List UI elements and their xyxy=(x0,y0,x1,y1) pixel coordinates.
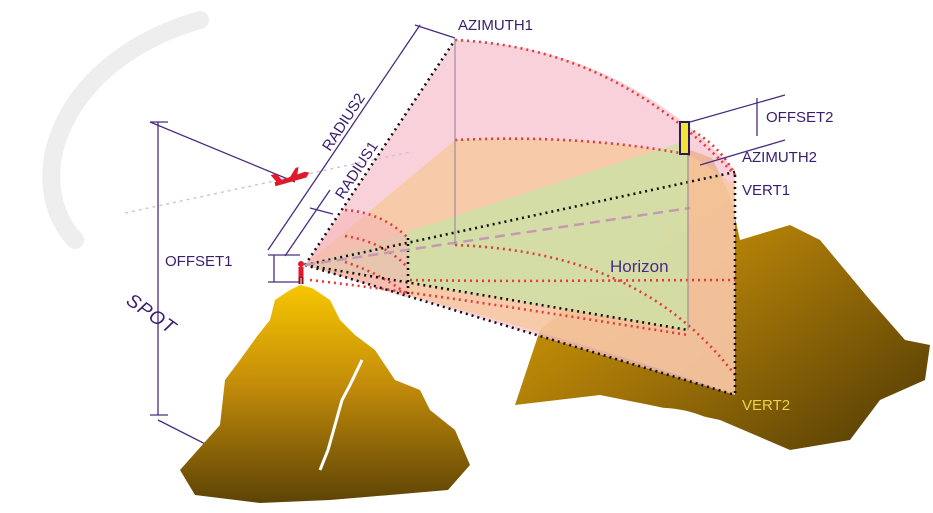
label-radius2: RADIUS2 xyxy=(319,90,369,154)
label-azimuth2: AZIMUTH2 xyxy=(742,149,817,166)
mountain-crevice xyxy=(318,359,364,471)
label-horizon: Horizon xyxy=(610,257,669,276)
target-box xyxy=(679,121,690,155)
black-dotted-lines xyxy=(303,39,737,397)
frame-edges xyxy=(454,40,689,330)
label-offset2: OFFSET2 xyxy=(766,109,834,126)
near-sector xyxy=(305,210,408,298)
person-icon xyxy=(298,261,304,284)
horizon-line xyxy=(304,206,691,267)
dimension-lines xyxy=(149,24,786,493)
label-azimuth1: AZIMUTH1 xyxy=(458,17,533,34)
right-mountain-crevice xyxy=(644,407,741,440)
green-coverage-wedge xyxy=(305,140,688,330)
label-spot: SPOT xyxy=(122,290,180,339)
red-dotted-arcs xyxy=(309,38,737,376)
label-offset1: OFFSET1 xyxy=(165,253,233,270)
label-vert2: VERT2 xyxy=(742,397,790,414)
airplane-icon xyxy=(270,167,310,187)
left-mountain xyxy=(180,285,470,503)
watermark-arc xyxy=(42,11,209,249)
label-vert1: VERT1 xyxy=(742,182,790,199)
